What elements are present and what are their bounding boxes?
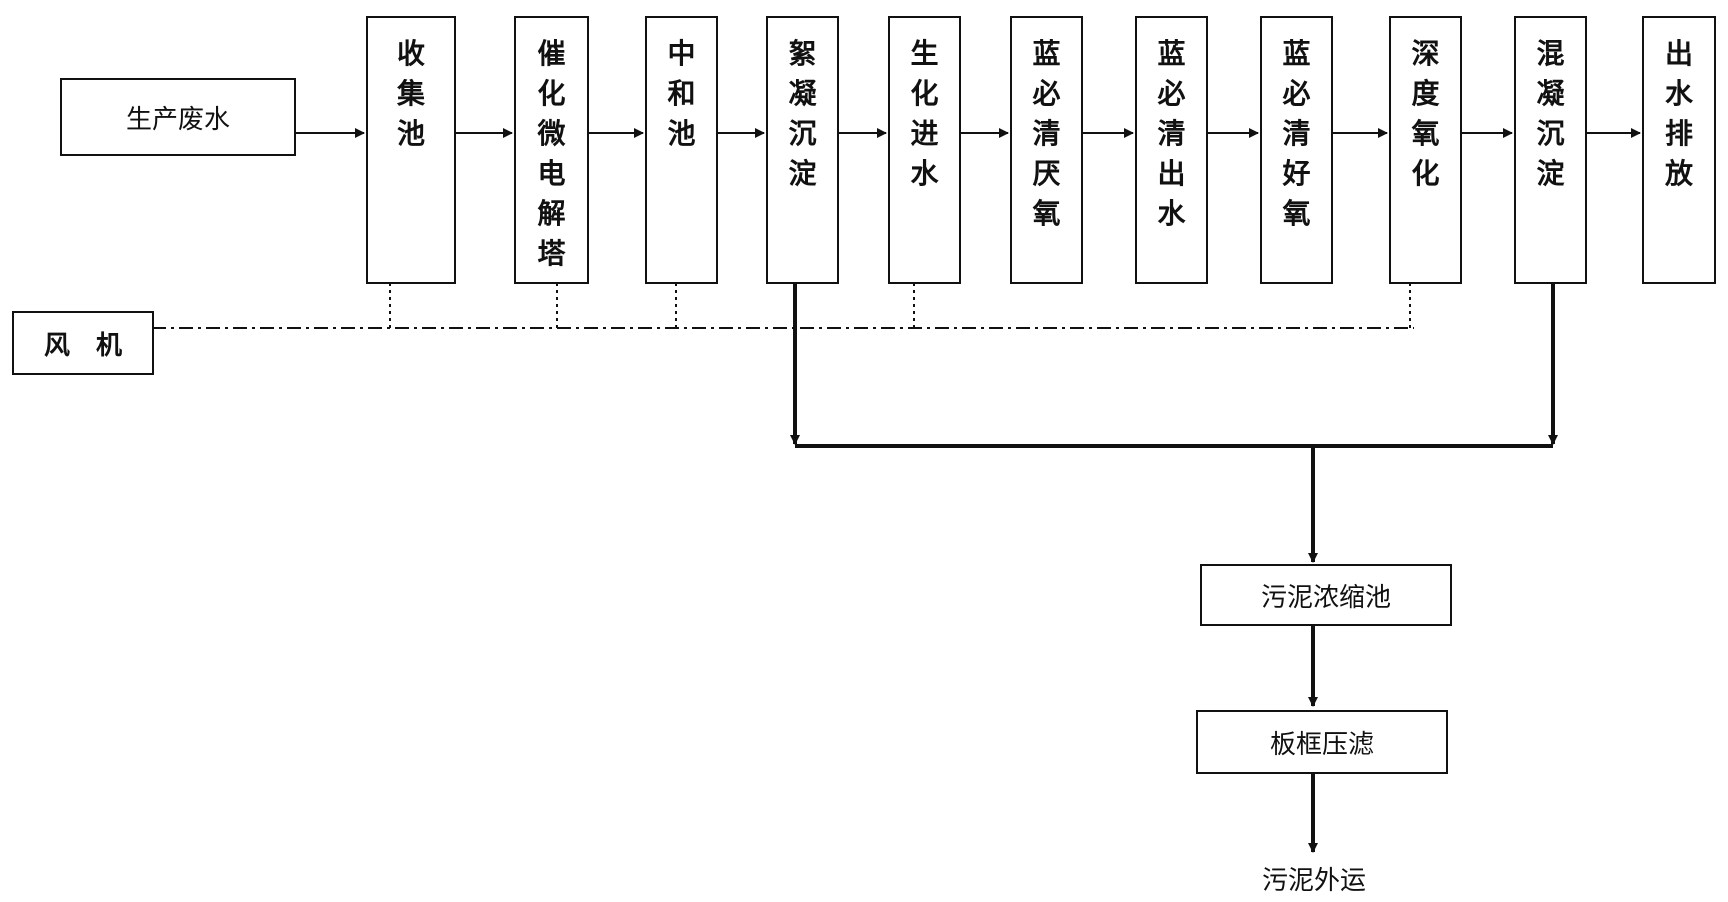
step-discharge: 出水排放 [1642,16,1716,284]
step-label: 蓝必清厌氧 [1032,37,1061,230]
step-coagulation: 混凝沉淀 [1514,16,1587,284]
source-box: 生产废水 [60,78,296,156]
step-label: 收集池 [396,37,425,150]
blower-label: 风 机 [43,330,122,361]
step-anaerobic: 蓝必清厌氧 [1010,16,1083,284]
step-label: 出水排放 [1664,37,1693,190]
step-effluent: 蓝必清出水 [1135,16,1208,284]
sludge-step-label: 板框压滤 [1269,729,1374,760]
step-aerobic: 蓝必清好氧 [1260,16,1333,284]
step-neutralization-tank: 中和池 [645,16,718,284]
sludge-lines [790,284,1558,853]
step-label: 催化微电解塔 [537,37,566,270]
sludge-step-label: 污泥浓缩池 [1260,582,1391,613]
step-label: 蓝必清出水 [1157,37,1186,230]
step-label: 混凝沉淀 [1536,37,1565,190]
step-flocculation: 絮凝沉淀 [766,16,839,284]
step-bio-inlet: 生化进水 [888,16,961,284]
step-label: 中和池 [667,37,696,150]
sludge-output-label: 污泥外运 [1262,866,1367,896]
filter-press-box: 板框压滤 [1196,710,1448,774]
step-collection-tank: 收集池 [366,16,456,284]
step-label: 絮凝沉淀 [788,37,817,190]
blower-box: 风 机 [12,311,154,375]
step-catalytic-electrolysis: 催化微电解塔 [514,16,589,284]
step-label: 蓝必清好氧 [1282,37,1311,230]
air-supply-lines [152,271,1414,329]
source-label: 生产废水 [125,104,230,135]
sludge-thickener-box: 污泥浓缩池 [1200,564,1452,626]
step-deep-oxidation: 深度氧化 [1389,16,1462,284]
step-label: 深度氧化 [1411,37,1440,190]
step-label: 生化进水 [910,37,939,190]
